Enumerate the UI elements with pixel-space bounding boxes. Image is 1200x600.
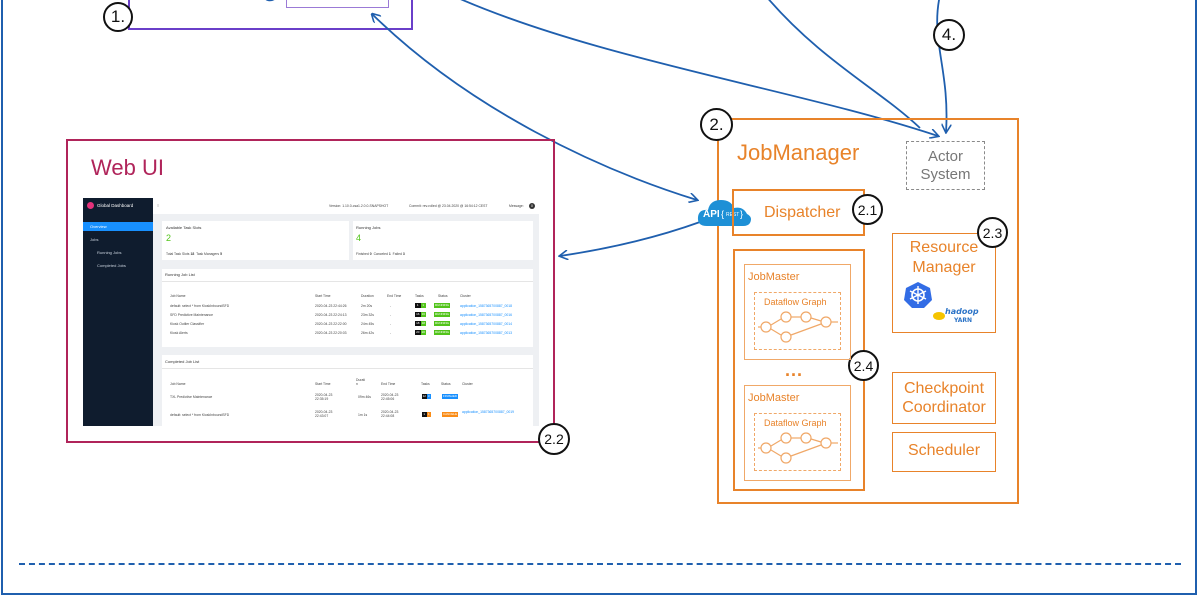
jobmaster-label-2: JobMaster [748,392,800,404]
col-end-time[interactable]: End Time [387,294,402,298]
menu-toggle-icon[interactable]: ≡ [157,203,160,208]
message-count-badge[interactable]: 0 [529,203,535,209]
col-status[interactable]: Status [438,294,448,298]
hadoop-yarn-icon: hadoop YARN [932,304,988,324]
completed-job-list-card: Completed Job List Job Name Start Time D… [162,355,533,426]
dispatcher-label: Dispatcher [764,204,841,221]
rest-brace-left: { [721,209,725,219]
scheduler-label: Scheduler [907,442,981,459]
brand-label: Global Dashboard [97,203,134,208]
checkpoint-coordinator-box [892,372,996,424]
dataflow-graph-box-2 [754,413,841,471]
arrow-client-dispatcher [372,14,697,200]
running-jobs-card: Running Jobs 4 Finished 0 Canceled 1 Fai… [353,221,533,260]
running-jobs-label: Running Jobs [356,225,381,230]
jobmaster-box-1 [744,264,851,360]
dataflow-graph-label-1: Dataflow Graph [764,297,827,307]
ccol-start-time[interactable]: Start Time [315,382,331,386]
api-label: API [703,209,720,220]
actor-system-label-line1: Actor [927,148,963,165]
arrow-top-to-actor [768,0,921,129]
checkpoint-label-1: Checkpoint [903,380,985,397]
col-job-name[interactable]: Job Name [170,294,186,298]
col-start-time[interactable]: Start Time [315,294,331,298]
svg-text:hadoop: hadoop [945,307,979,316]
dashboard-brand: Global Dashboard [87,202,133,209]
ccol-cluster[interactable]: Cluster [462,382,473,386]
kubernetes-icon [903,281,933,309]
dataflow-graph-nodes-2 [758,432,838,464]
checkpoint-label-2: Coordinator [902,399,986,416]
jobmanager-title: JobManager [737,140,860,165]
rest-brace-right: } [740,209,744,219]
scheduler-box [892,432,996,472]
dataflow-graph-label-2: Dataflow Graph [764,418,827,428]
nav-jobs[interactable]: Jobs [90,237,99,242]
flink-logo-icon [87,202,94,209]
web-ui-title: Web UI [91,155,164,180]
client-inner-box [286,0,389,8]
nav-running-jobs[interactable]: Running Jobs [97,250,122,255]
ccol-end-time[interactable]: End Time [381,382,396,386]
running-list-title: Running Job List [165,272,195,277]
dataflow-graph-nodes-1 [758,311,838,343]
col-cluster[interactable]: Cluster [460,294,471,298]
ccol-job-name[interactable]: Job Name [170,382,186,386]
marker-2: 2. [700,108,733,141]
available-slots-card: Available Task Slots 2 Total Task Slots … [162,221,349,260]
jobmanager-box [717,118,1019,504]
nav-completed-jobs[interactable]: Completed Jobs [97,263,126,268]
actor-system-label-line2: System [920,166,971,183]
available-slots-value: 2 [166,233,172,243]
svg-text:YARN: YARN [953,317,972,324]
actor-system-box [906,141,985,190]
marker-1: 1. [103,2,133,32]
version-text: Version: 1.10.0-csa1.2.0.0-SNAPSHOT [329,204,389,208]
ccol-duration[interactable]: Durati n [356,378,366,386]
commit-text: Commit: rev-rolled @ 23.04.2020 @ 16:54:… [409,204,488,208]
available-slots-label: Available Task Slots [166,225,202,230]
jobs-footer: Finished 0 Canceled 1 Failed 3 [356,252,405,256]
jobmaster-label-1: JobMaster [748,271,800,283]
marker-2-2: 2.2 [538,423,570,455]
marker-2-4: 2.4 [848,350,879,381]
running-jobs-value: 4 [356,233,362,243]
jobmaster-box-2 [744,385,851,481]
col-tasks[interactable]: Tasks [415,294,424,298]
dataflow-graph-box-1 [754,292,841,350]
arrow-client-to-actor [460,0,938,136]
resource-manager-label-2: Manager [912,259,976,276]
ccol-status[interactable]: Status [441,382,451,386]
completed-list-title: Completed Job List [165,359,200,364]
jobmaster-ellipsis: ... [785,360,804,380]
nav-overview[interactable]: Overview [83,222,153,231]
web-ui-box [66,139,555,443]
resource-manager-label-1: Resource [909,239,979,256]
bottom-dashed-separator [19,563,1181,565]
arrow-step4 [936,0,946,132]
marker-4: 4. [933,19,965,51]
dashboard-sidebar: Global Dashboard Overview Jobs Running J… [83,198,153,426]
marker-2-3: 2.3 [977,217,1008,248]
col-duration[interactable]: Duration [361,294,374,298]
resource-manager-box [892,233,996,333]
marker-2-1: 2.1 [852,194,883,225]
dashboard-topbar: ≡ Version: 1.10.0-csa1.2.0.0-SNAPSHOT Co… [153,198,539,214]
arrow-dispatcher-to-webui [560,221,701,256]
slots-footer: Total Task Slots 18 Task Managers 5 [166,252,222,256]
flink-dashboard-screenshot: Global Dashboard Overview Jobs Running J… [83,198,539,426]
message-label[interactable]: Message: [509,204,524,208]
ccol-tasks[interactable]: Tasks [421,382,430,386]
running-job-list-card: Running Job List Job Name Start Time Dur… [162,269,533,347]
